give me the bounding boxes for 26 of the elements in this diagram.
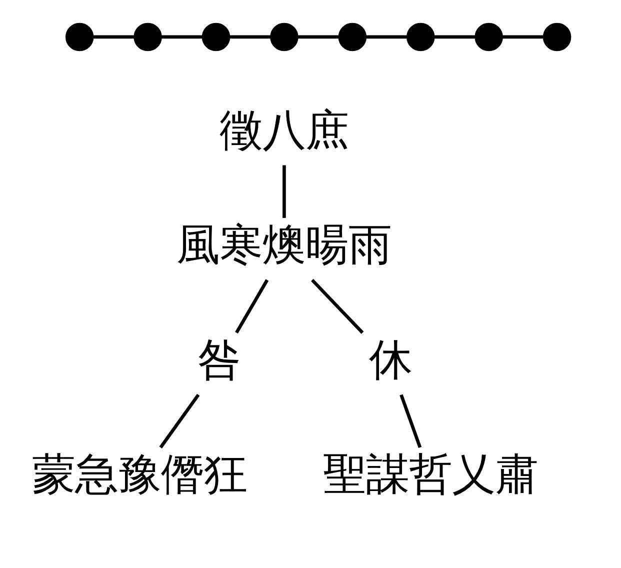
node-text: 聖謀哲乂肅 <box>323 450 538 500</box>
connector <box>400 394 422 448</box>
connector <box>298 34 339 38</box>
node-text: 咎 <box>198 334 241 385</box>
node-circle <box>270 22 298 51</box>
node-text: 風寒燠暘雨 <box>176 220 392 270</box>
connector <box>434 34 476 38</box>
node-text: 徵八庶 <box>220 105 349 156</box>
node-text: 休 <box>369 334 412 385</box>
node-circle <box>338 22 367 51</box>
connector <box>229 34 270 38</box>
connector <box>161 34 202 38</box>
node-circle <box>406 22 435 51</box>
node-text: 蒙急豫僭狂 <box>32 450 247 500</box>
node-circle <box>542 22 572 51</box>
connector <box>159 393 200 448</box>
connector <box>366 34 407 38</box>
connector <box>235 278 269 334</box>
connector <box>311 278 364 334</box>
node-circle <box>202 22 230 51</box>
connector <box>92 34 134 38</box>
node-circle <box>134 22 162 51</box>
connector <box>282 164 286 218</box>
node-circle <box>65 22 94 51</box>
connector <box>502 34 544 38</box>
node-circle <box>474 22 503 51</box>
